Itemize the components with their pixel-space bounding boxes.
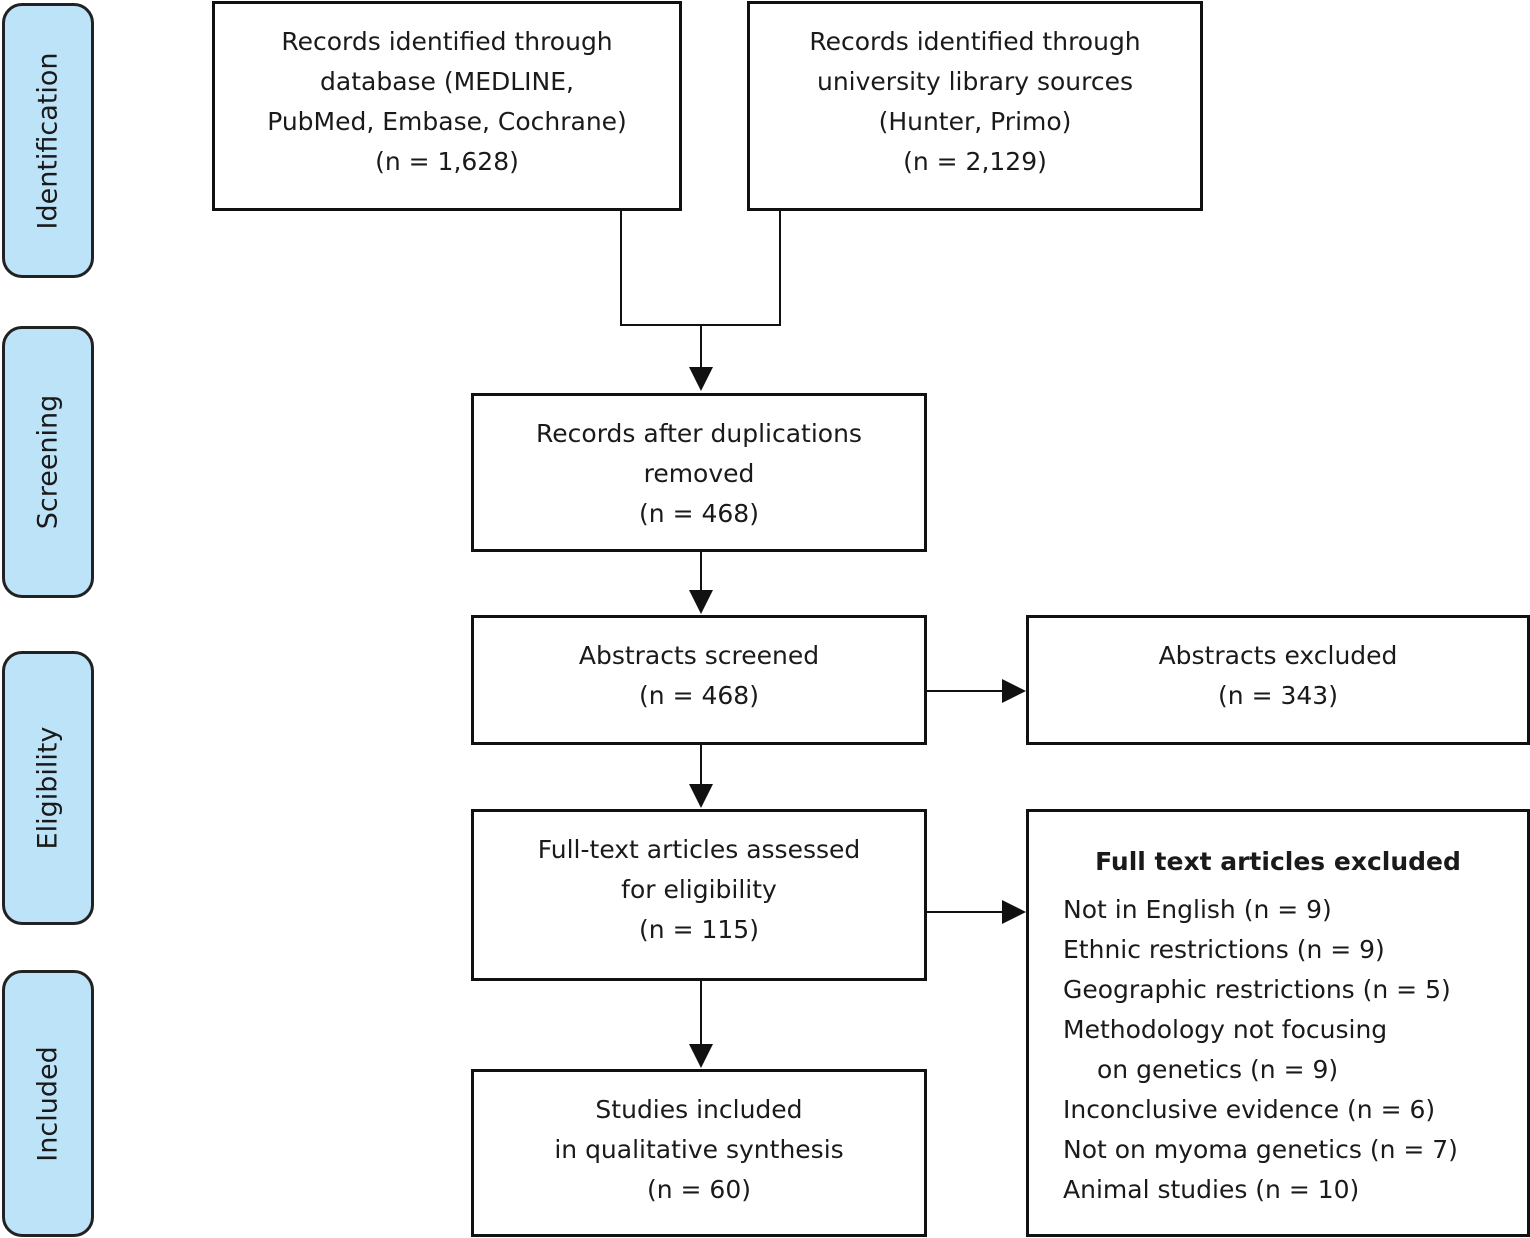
phase-eligibility: Eligibility bbox=[2, 651, 94, 925]
text-line: removed bbox=[643, 459, 755, 488]
excluded-title: Full text articles excluded bbox=[1095, 847, 1461, 876]
text-line: (n = 468) bbox=[639, 681, 759, 710]
arrowhead bbox=[689, 1044, 713, 1068]
box-database-records: Records identified through database (MEDL… bbox=[212, 1, 682, 211]
box-dedup: Records after duplications removed (n = 46… bbox=[471, 393, 927, 552]
box-fulltext-assessed: Full-text articles assessed for eligibili… bbox=[471, 809, 927, 981]
text-line: Records after duplications bbox=[536, 419, 862, 448]
text-line: for eligibility bbox=[621, 875, 777, 904]
merge-line bbox=[620, 210, 781, 326]
text-line: Studies included bbox=[595, 1095, 803, 1124]
phase-included: Included bbox=[2, 970, 94, 1237]
text-line: Full-text articles assessed bbox=[537, 835, 861, 864]
text-line: Records identified through bbox=[281, 27, 613, 56]
arrowhead bbox=[689, 367, 713, 391]
text-line: Abstracts screened bbox=[578, 641, 820, 670]
text-line: university library sources bbox=[816, 67, 1134, 96]
text-line: Abstracts excluded bbox=[1158, 641, 1398, 670]
excluded-item: Not in English (n = 9) bbox=[1063, 895, 1332, 924]
phase-screening: Screening bbox=[2, 326, 94, 598]
box-abstracts-excluded: Abstracts excluded (n = 343) bbox=[1026, 615, 1530, 745]
excluded-item: on genetics (n = 9) bbox=[1097, 1055, 1339, 1084]
text-line: (n = 1,628) bbox=[375, 147, 519, 176]
excluded-item: Animal studies (n = 10) bbox=[1063, 1175, 1360, 1204]
excluded-item: Ethnic restrictions (n = 9) bbox=[1063, 935, 1385, 964]
excluded-item: Methodology not focusing bbox=[1063, 1015, 1388, 1044]
text-line: in qualitative synthesis bbox=[554, 1135, 844, 1164]
excluded-item: Geographic restrictions (n = 5) bbox=[1063, 975, 1451, 1004]
box-library-records: Records identified through university lib… bbox=[747, 1, 1203, 211]
text-line: (n = 115) bbox=[639, 915, 759, 944]
text-line: (n = 2,129) bbox=[903, 147, 1047, 176]
excluded-item: Inconclusive evidence (n = 6) bbox=[1063, 1095, 1436, 1124]
text-line: (n = 60) bbox=[646, 1175, 751, 1204]
text-line: (n = 468) bbox=[639, 499, 759, 528]
text-line: PubMed, Embase, Cochrane) bbox=[267, 107, 627, 136]
arrowhead bbox=[689, 590, 713, 614]
arrowhead bbox=[689, 784, 713, 808]
excluded-item: Not on myoma genetics (n = 7) bbox=[1063, 1135, 1458, 1164]
arrowhead bbox=[1002, 679, 1026, 703]
box-fulltext-excluded: Full text articles excluded Not in Engli… bbox=[1026, 809, 1530, 1237]
text-line: Records identified through bbox=[809, 27, 1141, 56]
text-line: (Hunter, Primo) bbox=[878, 107, 1072, 136]
text-line: (n = 343) bbox=[1218, 681, 1338, 710]
box-abstracts-screened: Abstracts screened (n = 468) bbox=[471, 615, 927, 745]
arrowhead bbox=[1002, 900, 1026, 924]
text-line: database (MEDLINE, bbox=[320, 67, 574, 96]
box-studies-included: Studies included in qualitative synthesis… bbox=[471, 1069, 927, 1237]
phase-identification: Identification bbox=[2, 3, 94, 278]
